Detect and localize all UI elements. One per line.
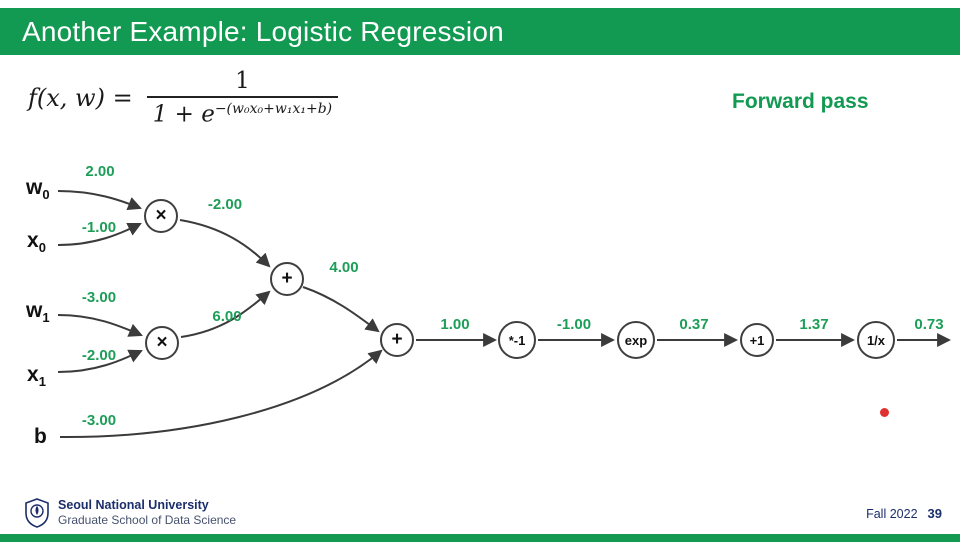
university-name: Seoul National University [58, 498, 209, 512]
edge-value-add1-out: 4.00 [329, 259, 359, 276]
edge-w0-to-mul1 [57, 190, 142, 211]
edge-value-output: 0.73 [914, 316, 944, 333]
edge-value-mulneg1-out: -1.00 [556, 316, 592, 333]
slide-title: Another Example: Logistic Regression [22, 15, 504, 47]
input-label-w0: w0 [26, 176, 50, 202]
edge-x0-to-mul1 [57, 223, 142, 246]
edge-mul1-to-add1 [179, 219, 271, 268]
bottom-green-strip [0, 534, 960, 542]
input-label-x0: x0 [27, 229, 46, 255]
term-label: Fall 2022 [866, 506, 918, 521]
school-name: Graduate School of Data Science [58, 513, 237, 527]
footer: Seoul National University Graduate Schoo… [0, 492, 960, 534]
value-w1: -3.00 [81, 289, 117, 306]
edge-value-mul2-out: 6.00 [212, 308, 242, 325]
node-reciprocal: 1/x [857, 321, 895, 359]
formula-numerator: 1 [235, 68, 250, 94]
value-x1: -2.00 [81, 347, 117, 364]
forward-pass-label: Forward pass [732, 90, 869, 113]
edge-value-mul1-out: -2.00 [207, 196, 243, 213]
node-multiply-2: × [145, 326, 179, 360]
university-logo-icon [25, 498, 49, 528]
node-multiply-1: × [144, 199, 178, 233]
edge-value-add2-out: 1.00 [440, 316, 470, 333]
page-number: 39 [927, 505, 942, 521]
edge-w1-to-mul2 [57, 314, 143, 337]
input-name-x1: x [27, 363, 39, 386]
input-name-b: b [34, 425, 47, 448]
edge-mul2-to-add1 [180, 290, 271, 338]
input-label-w1: w1 [26, 299, 50, 325]
node-add-1: + [270, 262, 304, 296]
input-sub-x1: 1 [38, 374, 46, 390]
formula-denominator-base: 1 + e [152, 101, 215, 128]
institution-block: Seoul National University Graduate Schoo… [58, 498, 236, 528]
formula-lhs: f(x, w) = [28, 83, 133, 112]
formula-exponent: −(w₀x₀+w₁x₁+b) [214, 101, 333, 117]
title-bar: Another Example: Logistic Regression [0, 8, 960, 55]
edge-b-to-add2 [59, 349, 383, 439]
node-plus-one: +1 [740, 323, 774, 357]
input-name-w0: w [26, 176, 43, 199]
input-sub-x0: 0 [38, 240, 46, 256]
input-label-b: b [34, 425, 47, 451]
edge-value-plus1-out: 1.37 [799, 316, 829, 333]
pointer-dot [880, 408, 889, 417]
edge-x1-to-mul2 [57, 349, 143, 373]
node-add-2: + [380, 323, 414, 357]
input-name-w1: w [26, 299, 43, 322]
logistic-formula: f(x, w) = 1 1 + e−(w₀x₀+w₁x₁+b) [28, 68, 339, 128]
value-x0: -1.00 [81, 219, 117, 236]
input-sub-w1: 1 [42, 310, 50, 326]
formula-fraction: 1 1 + e−(w₀x₀+w₁x₁+b) [146, 68, 339, 128]
edge-value-exp-out: 0.37 [679, 316, 709, 333]
node-exp: exp [617, 321, 655, 359]
footer-right: Fall 2022 39 [866, 506, 942, 521]
input-sub-w0: 0 [42, 187, 50, 203]
edge-add1-to-add2 [302, 286, 380, 333]
input-label-x1: x1 [27, 363, 46, 389]
input-name-x0: x [27, 229, 39, 252]
value-w0: 2.00 [85, 163, 115, 180]
value-b: -3.00 [81, 412, 117, 429]
formula-denominator: 1 + e−(w₀x₀+w₁x₁+b) [146, 96, 339, 128]
node-multiply-neg1: *-1 [498, 321, 536, 359]
